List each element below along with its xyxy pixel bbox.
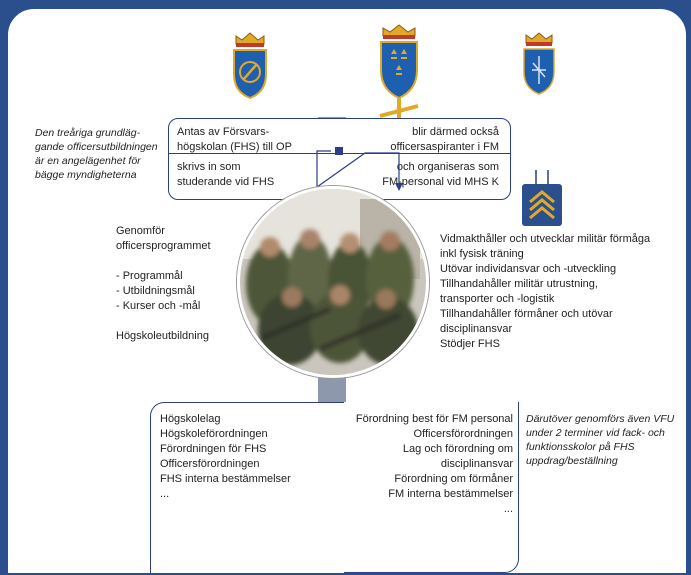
enroll-left-1: Antas av Försvars-högskolan (FHS) till O…	[177, 126, 292, 153]
crown-sword-emblem-center	[379, 24, 419, 134]
fm-responsibilities: Vidmakthåller och utvecklar militär förm…	[440, 233, 651, 350]
crown-shield-emblem-right	[523, 32, 555, 95]
soldiers-photo	[237, 186, 429, 378]
fhs-regulations-box	[150, 402, 344, 573]
fm-regulations-box	[344, 402, 519, 573]
transition-arrow	[316, 147, 403, 191]
crown-shield-emblem-left	[233, 32, 267, 100]
rank-insignia-icon	[522, 170, 562, 226]
left-note: Den treåriga grundläg-gande officersutbi…	[35, 127, 158, 181]
